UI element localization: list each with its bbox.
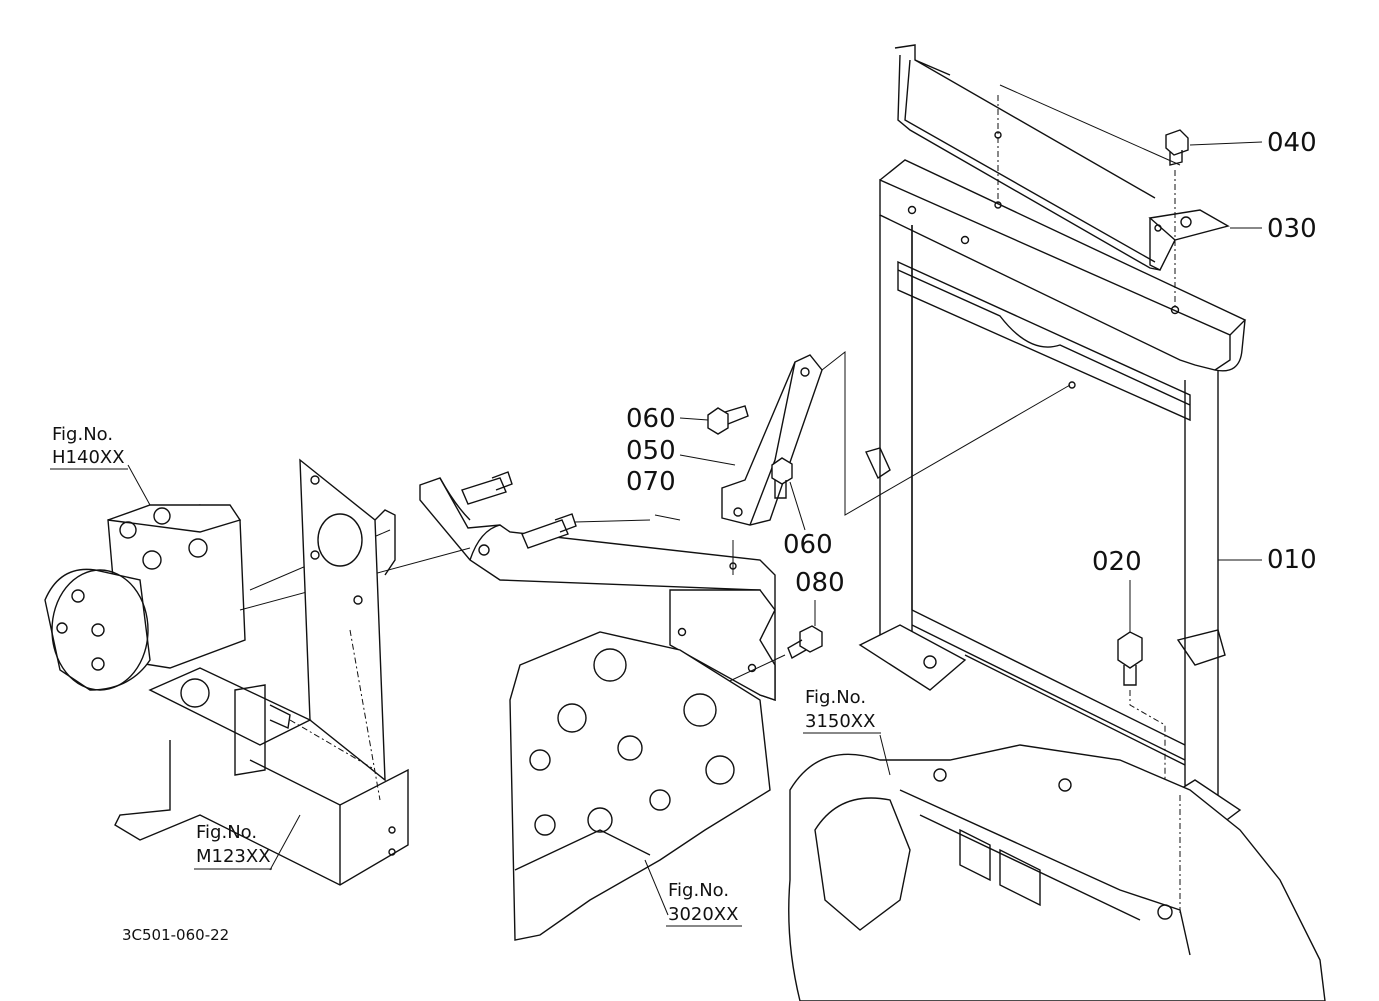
handle-030 (894, 44, 1230, 310)
fig-ref-3150-prefix: Fig.No. (805, 687, 866, 708)
bolt-040 (1165, 129, 1263, 166)
fig-ref-3020[interactable]: Fig.No. 3020XX (666, 880, 742, 927)
drawing-code: 3C501-060-22 (122, 926, 229, 944)
fig-ref-3150-number: 3150XX (805, 711, 875, 732)
stay-050 (721, 350, 1071, 526)
leader-lines (127, 227, 1262, 561)
part-label-020: 020 (1092, 547, 1142, 577)
transmission-case (788, 734, 1326, 1001)
fig-ref-m123-number: M123XX (196, 846, 271, 867)
part-label-030: 030 (1267, 214, 1317, 244)
bolt-060-b (771, 457, 806, 531)
fig-ref-3020-number: 3020XX (668, 904, 738, 925)
bolt-060-a (679, 405, 749, 435)
fig-ref-m123[interactable]: Fig.No. M123XX (194, 822, 272, 870)
part-label-080: 080 (795, 568, 845, 598)
fig-ref-h140[interactable]: Fig.No. H140XX (50, 424, 128, 470)
part-label-060-a: 060 (626, 404, 676, 434)
cylinder-head (509, 631, 771, 941)
frame-010 (858, 159, 1247, 841)
part-label-040: 040 (1267, 128, 1317, 158)
part-label-050: 050 (626, 436, 676, 466)
part-label-060-b: 060 (783, 530, 833, 560)
steering-unit (44, 504, 471, 691)
part-label-070: 070 (626, 467, 676, 497)
column-support (114, 458, 409, 886)
fig-ref-3150[interactable]: Fig.No. 3150XX (803, 687, 881, 734)
fig-ref-h140-number: H140XX (52, 447, 125, 468)
fig-ref-h140-prefix: Fig.No. (52, 424, 113, 445)
part-label-010: 010 (1267, 545, 1317, 575)
fig-ref-m123-prefix: Fig.No. (196, 822, 257, 843)
fig-ref-3020-prefix: Fig.No. (668, 880, 729, 901)
